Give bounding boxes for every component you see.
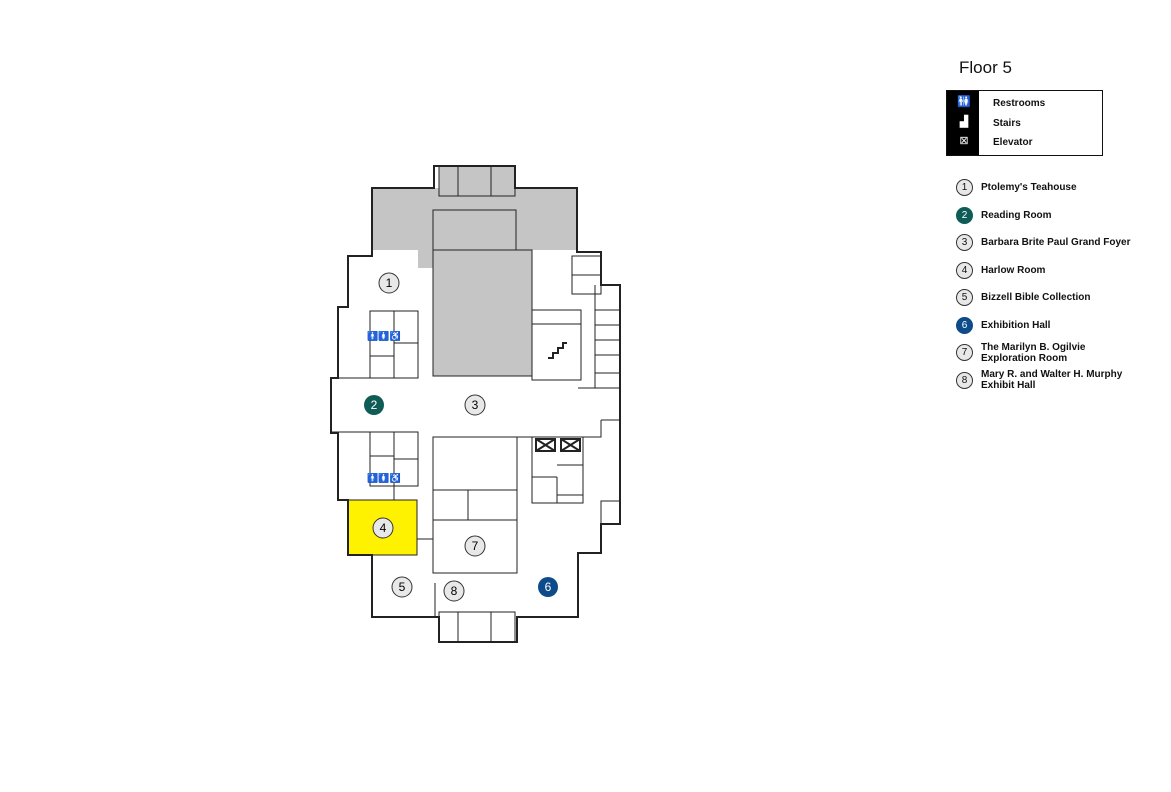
exploration-room-block <box>432 436 518 574</box>
key-elevator: Elevator <box>993 137 1033 148</box>
elevator-icon <box>560 438 581 452</box>
svg-text:3: 3 <box>472 398 479 412</box>
svg-text:8: 8 <box>451 584 458 598</box>
svg-text:2: 2 <box>371 398 378 412</box>
restroom-icon: 🚹🚺♿ <box>367 472 401 483</box>
stairs-icon <box>548 342 567 359</box>
room-marker-8[interactable]: 8 <box>443 580 465 602</box>
svg-text:4: 4 <box>380 521 387 535</box>
building-outline <box>330 165 621 643</box>
room-marker-6[interactable]: 6 <box>538 577 558 597</box>
gray-top-wing <box>372 188 577 250</box>
svg-text:6: 6 <box>545 580 552 594</box>
key-restrooms: Restrooms <box>993 98 1046 109</box>
room-marker-2[interactable]: 2 <box>364 395 384 415</box>
stairs-icon: ▟ <box>959 116 969 128</box>
floor-title: Floor 5 <box>959 58 1012 77</box>
icon-key: 🚻 ▟ ⊠ Restrooms Stairs Elevator <box>946 90 1103 156</box>
svg-text:1: 1 <box>386 276 393 290</box>
svg-text:7: 7 <box>472 539 479 553</box>
restroom-icon: 🚻 <box>957 96 971 108</box>
room-marker-7[interactable]: 7 <box>464 535 486 557</box>
elevator-icon <box>535 438 556 452</box>
room-marker-1[interactable]: 1 <box>378 272 400 294</box>
gray-atrium <box>432 249 533 377</box>
room-marker-4[interactable]: 4 <box>372 517 394 539</box>
room-marker-5[interactable]: 5 <box>391 576 413 598</box>
elevator-icon: ⊠ <box>959 135 969 147</box>
room-marker-3[interactable]: 3 <box>464 394 486 416</box>
svg-text:5: 5 <box>399 580 406 594</box>
key-stairs: Stairs <box>993 118 1021 129</box>
restroom-icon: 🚹🚺♿ <box>367 330 401 341</box>
gray-annex <box>438 165 516 197</box>
stairs-room <box>531 309 582 381</box>
